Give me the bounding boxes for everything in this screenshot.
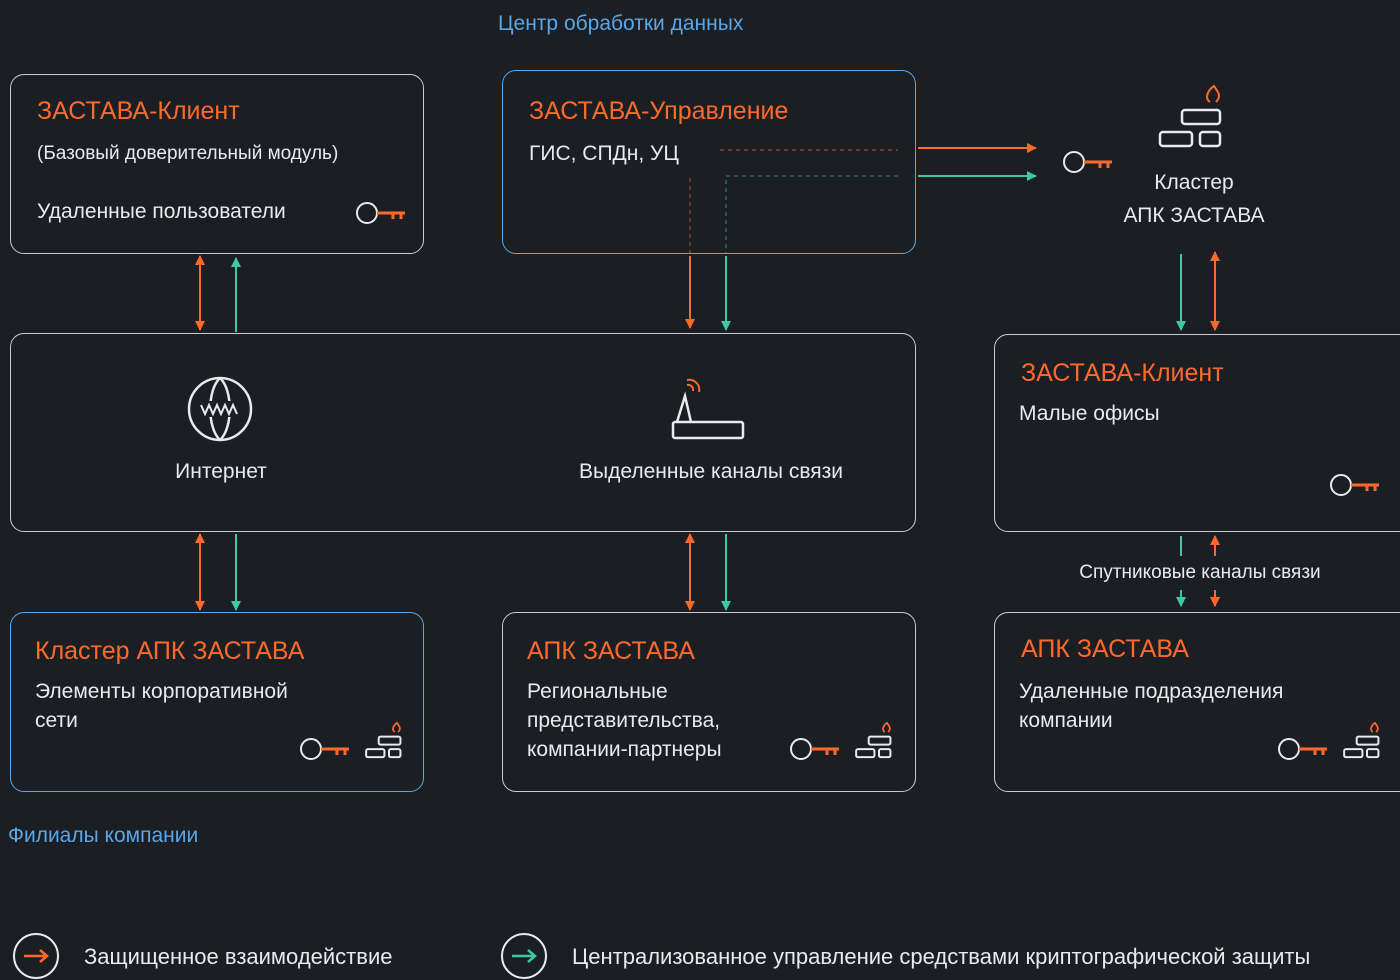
cluster-top-label: Кластер АПК ЗАСТАВА	[1094, 166, 1294, 232]
firewall-icon	[1158, 84, 1222, 148]
globe-www-icon	[187, 376, 253, 442]
firewall-icon	[1343, 721, 1380, 759]
corporate-cluster-title: Кластер АПК ЗАСТАВА	[35, 637, 305, 665]
remote-divisions-apk-title: АПК ЗАСТАВА	[1021, 635, 1189, 663]
router-icon	[671, 378, 745, 440]
legend-central-arrow-icon	[501, 933, 547, 979]
branches-label: Филиалы компании	[8, 824, 199, 847]
corporate-cluster-box: Кластер АПК ЗАСТАВА Элементы корпоративн…	[10, 612, 424, 792]
remote-client-box: ЗАСТАВА-Клиент (Базовый доверительный мо…	[10, 74, 424, 254]
remote-client-title: ЗАСТАВА-Клиент	[37, 97, 240, 125]
dashed-secure-path	[689, 149, 898, 254]
corporate-cluster-line2: сети	[35, 709, 78, 732]
key-icon	[1330, 474, 1379, 496]
cluster-top-line2: АПК ЗАСТАВА	[1123, 204, 1265, 227]
key-icon	[1278, 738, 1327, 760]
legend-secure-label: Защищенное взаимодействие	[84, 944, 393, 969]
regional-apk-text: Региональные представительства, компании…	[527, 677, 722, 764]
regional-apk-line3: компании-партнеры	[527, 738, 722, 761]
legend-central-label: Централизованное управление средствами к…	[572, 944, 1311, 969]
cluster-top-line1: Кластер	[1154, 171, 1234, 194]
regional-apk-title: АПК ЗАСТАВА	[527, 637, 695, 665]
remote-divisions-apk-line1: Удаленные подразделения	[1019, 680, 1284, 703]
remote-divisions-apk-line2: компании	[1019, 709, 1113, 732]
small-office-client-text: Малые офисы	[1019, 402, 1160, 425]
management-box: ЗАСТАВА-Управление ГИС, СПДн, УЦ	[502, 70, 916, 254]
remote-client-subtitle: (Базовый доверительный модуль)	[37, 143, 339, 164]
dedicated-channels-label: Выделенные каналы связи	[578, 460, 843, 483]
key-icon	[356, 202, 405, 224]
firewall-icon	[855, 721, 892, 759]
firewall-icon	[365, 721, 402, 759]
internet-label: Интернет	[175, 460, 267, 483]
management-title: ЗАСТАВА-Управление	[529, 97, 789, 125]
small-office-client-title: ЗАСТАВА-Клиент	[1021, 359, 1224, 387]
remote-divisions-apk-box: АПК ЗАСТАВА Удаленные подразделения комп…	[994, 612, 1400, 792]
datacenter-label: Центр обработки данных	[498, 12, 744, 35]
small-office-client-box: ЗАСТАВА-Клиент Малые офисы	[994, 334, 1400, 532]
corporate-cluster-line1: Элементы корпоративной	[35, 680, 288, 703]
management-text: ГИС, СПДн, УЦ	[529, 142, 679, 165]
regional-apk-line1: Региональные	[527, 680, 668, 703]
regional-apk-line2: представительства,	[527, 709, 721, 732]
corporate-cluster-text: Элементы корпоративной сети	[35, 677, 288, 735]
remote-client-text: Удаленные пользователи	[37, 200, 286, 223]
network-box: Интернет Выделенные каналы связи	[10, 333, 916, 532]
key-icon	[790, 738, 839, 760]
satellite-channels-label: Спутниковые каналы связи	[1079, 562, 1321, 583]
regional-apk-box: АПК ЗАСТАВА Региональные представительст…	[502, 612, 916, 792]
dashed-central-path	[725, 175, 898, 254]
legend-secure-arrow-icon	[13, 933, 59, 979]
remote-divisions-apk-text: Удаленные подразделения компании	[1019, 677, 1283, 735]
key-icon	[300, 738, 349, 760]
key-icon	[1063, 151, 1112, 173]
